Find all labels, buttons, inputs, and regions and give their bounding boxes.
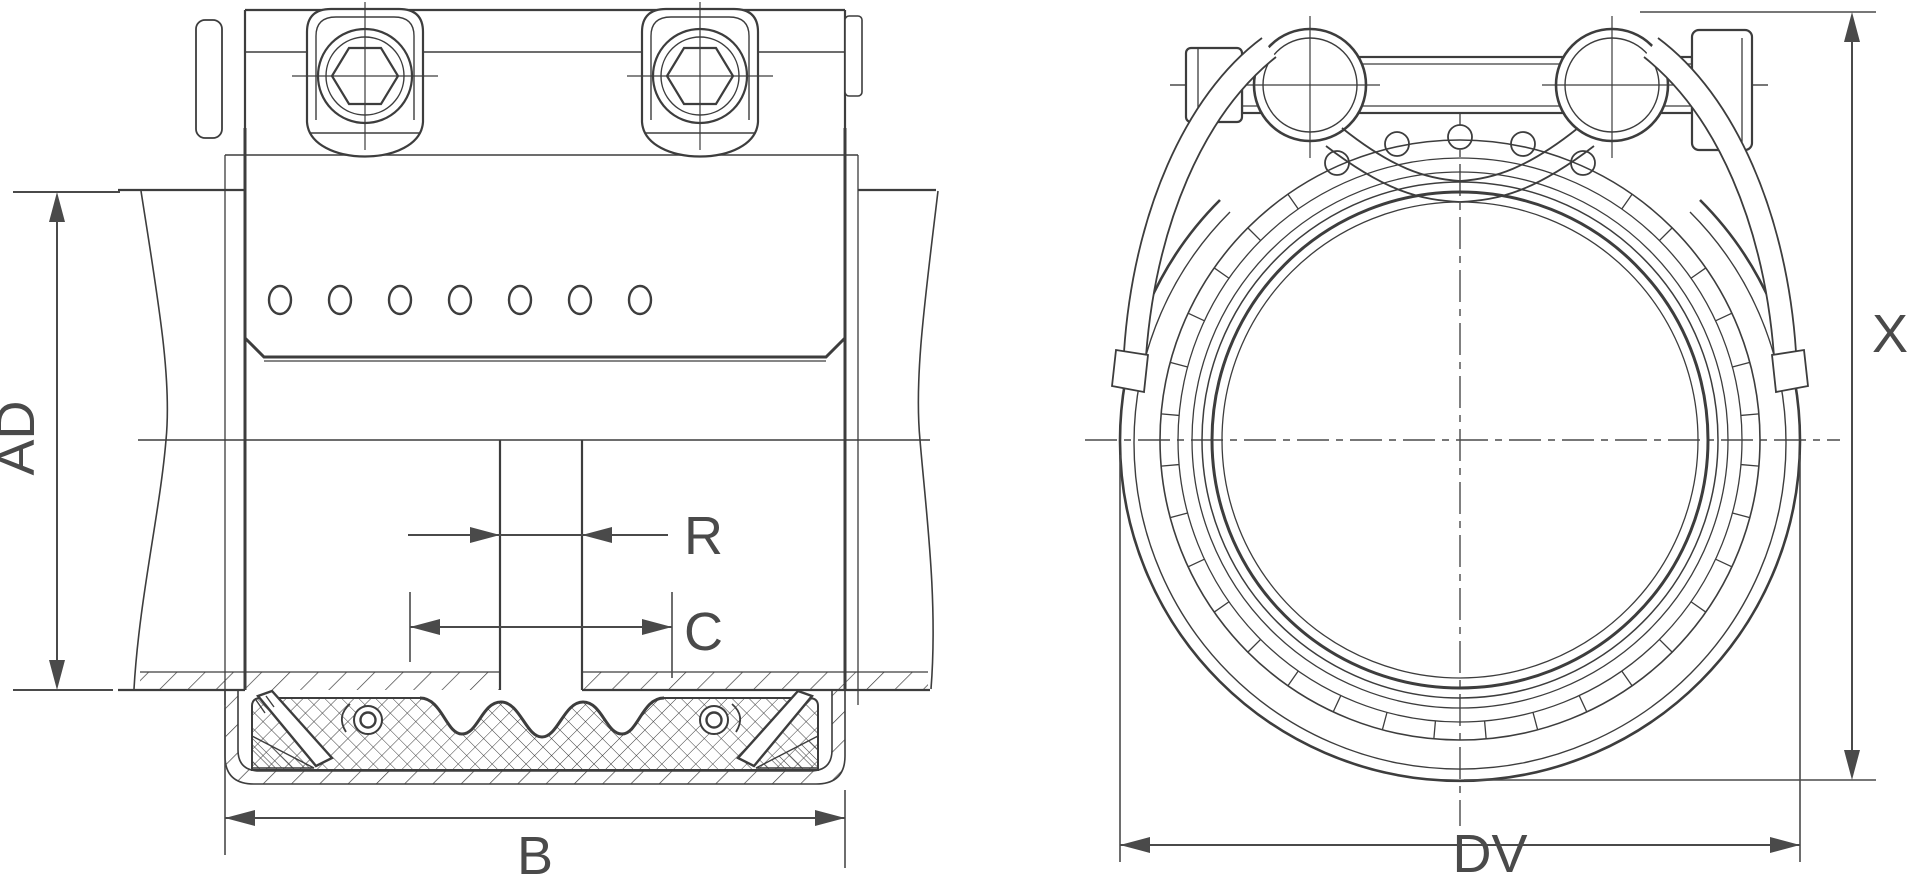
dim-label-b: B [517, 826, 553, 878]
pipe-wall-section [140, 671, 928, 690]
dimension-b [224, 708, 846, 868]
casing-section [224, 689, 846, 785]
grip-ring-right [736, 689, 819, 769]
lock-assembly [1111, 16, 1809, 394]
dim-label-dv: DV [1452, 824, 1527, 878]
clamp-band-circles [1118, 199, 1802, 783]
lock-bridge [195, 2, 863, 158]
dimension-ad [13, 191, 120, 691]
dimension-r [408, 527, 668, 543]
clamp-band-face [224, 128, 859, 705]
dimension-dv [1119, 455, 1801, 862]
dim-label-x: X [1872, 304, 1908, 364]
anchor-ring-teeth [1161, 193, 1759, 739]
centerlines [1085, 58, 1840, 826]
dimension-c [409, 592, 673, 678]
lip-seal-left [340, 703, 383, 735]
bolt-lug-left [1240, 16, 1380, 158]
band-tab-left [195, 19, 223, 139]
bolt-lug-right [1542, 16, 1682, 158]
strap-end-tab-left [1111, 348, 1149, 394]
end-view: X DV [1085, 11, 1908, 878]
bolt-left [292, 2, 438, 158]
strap-end-tab-right [1771, 348, 1809, 394]
pipe-end-lines [498, 440, 584, 690]
dim-label-c: C [684, 602, 723, 662]
lip-seal-right [699, 703, 742, 735]
yoke-curves [1325, 127, 1595, 203]
band-tab-right [844, 15, 863, 97]
strap-left [1111, 37, 1277, 394]
side-section-view: AD R C B [0, 2, 939, 878]
strap-right [1643, 37, 1809, 394]
grip-ring-left [251, 689, 334, 769]
dimension-x [1464, 11, 1876, 781]
dim-label-r: R [684, 506, 723, 566]
rubber-gasket-section [251, 689, 819, 771]
pipe-end-circles [1201, 181, 1719, 699]
anchor-ring [1159, 139, 1761, 741]
band-holes [267, 284, 653, 316]
bolt-right [627, 2, 773, 158]
dim-label-ad: AD [0, 400, 46, 475]
